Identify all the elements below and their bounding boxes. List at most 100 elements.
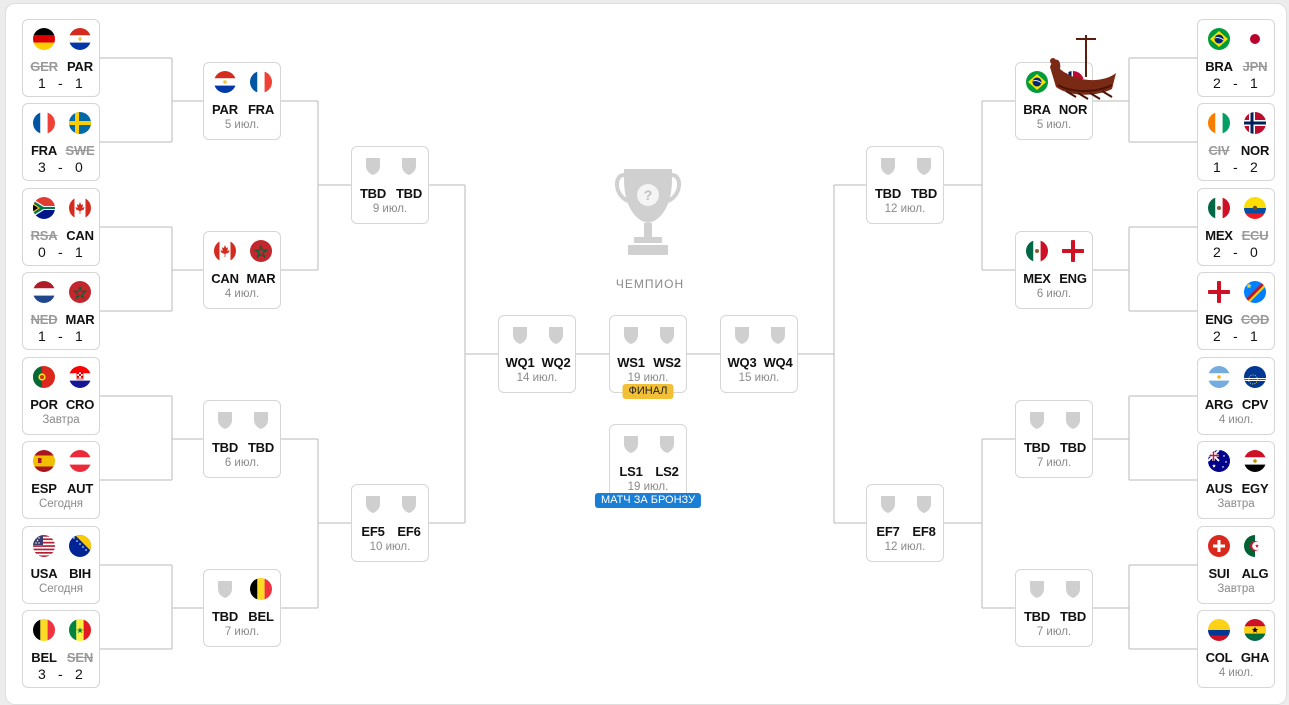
score-s1: 3 bbox=[38, 159, 46, 175]
morocco-flag-icon bbox=[250, 240, 272, 262]
team-codes: BEL SEN bbox=[23, 650, 99, 666]
tbd-shield-icon bbox=[620, 433, 642, 455]
score-s2: 1 bbox=[1250, 328, 1258, 344]
match-flags bbox=[1016, 240, 1092, 262]
team-code: NOR bbox=[1240, 143, 1270, 158]
austria-flag-icon bbox=[69, 450, 91, 472]
team-code: BRA bbox=[1023, 102, 1051, 117]
tbd-shield-icon bbox=[767, 324, 789, 346]
team-code: GHA bbox=[1240, 650, 1270, 665]
tbd-shield-icon bbox=[656, 433, 678, 455]
team-code: ESP bbox=[31, 481, 57, 496]
match-flags bbox=[1198, 281, 1274, 303]
champion-label: ЧЕМПИОН bbox=[615, 277, 685, 291]
match-date: Завтра bbox=[42, 414, 80, 426]
match-flags bbox=[1198, 450, 1274, 472]
match-flags bbox=[1198, 619, 1274, 641]
match-flags bbox=[23, 535, 99, 557]
match-date: 7 июл. bbox=[224, 626, 260, 638]
mexico-flag-icon bbox=[1208, 197, 1230, 219]
score-dash: - bbox=[1233, 244, 1238, 260]
tbd-shield-icon bbox=[1062, 409, 1084, 431]
match-flags bbox=[352, 493, 428, 515]
tbd-shield-icon bbox=[656, 324, 678, 346]
match-flags bbox=[1198, 28, 1274, 50]
match-flags bbox=[204, 71, 280, 93]
score-dash: - bbox=[1233, 328, 1238, 344]
tbd-shield-icon bbox=[509, 324, 531, 346]
match-date: 10 июл. bbox=[369, 541, 411, 553]
viking-ship-icon bbox=[1050, 35, 1116, 100]
team-code: ENG bbox=[1205, 312, 1233, 327]
team-code: USA bbox=[30, 566, 58, 581]
team-code: WQ1 bbox=[505, 355, 535, 370]
match-flags bbox=[23, 450, 99, 472]
team-code: NOR bbox=[1058, 102, 1088, 117]
score-s1: 0 bbox=[38, 244, 46, 260]
senegal-flag-icon bbox=[69, 619, 91, 641]
tbd-shield-icon bbox=[362, 155, 384, 177]
tbd-shield-icon bbox=[398, 493, 420, 515]
match-card-qf-left-bottom[interactable]: EF5 EF6 10 июл. bbox=[351, 484, 429, 562]
team-code: WQ2 bbox=[541, 355, 571, 370]
team-code: NED bbox=[30, 312, 58, 327]
match-flags bbox=[23, 619, 99, 641]
team-code: BEL bbox=[31, 650, 57, 665]
score-s1: 2 bbox=[1213, 75, 1221, 91]
team-code: EF5 bbox=[361, 524, 385, 539]
team-code: ARG bbox=[1204, 397, 1234, 412]
tbd-shield-icon bbox=[214, 578, 236, 600]
team-code: EF6 bbox=[397, 524, 421, 539]
team-code: WQ4 bbox=[763, 355, 793, 370]
score-dash: - bbox=[1233, 159, 1238, 175]
match-date: 6 июл. bbox=[224, 457, 260, 469]
team-code: SWE bbox=[65, 143, 95, 158]
bosnia-flag-icon bbox=[69, 535, 91, 557]
match-score: 2-0 bbox=[1198, 244, 1274, 260]
match-flags bbox=[1198, 535, 1274, 557]
team-code: TBD bbox=[211, 440, 239, 455]
tbd-shield-icon bbox=[398, 155, 420, 177]
team-code: SEN bbox=[66, 650, 94, 665]
team-code: TBD bbox=[1059, 440, 1087, 455]
france-flag-icon bbox=[33, 112, 55, 134]
